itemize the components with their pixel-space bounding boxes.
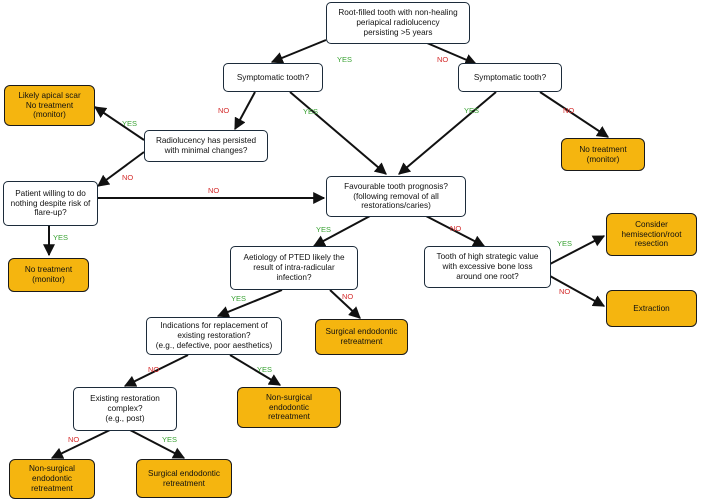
- edge-label-no: NO: [218, 106, 230, 115]
- connectors: [43, 39, 610, 459]
- node-strategic-value: Tooth of high strategic value with exces…: [424, 246, 551, 288]
- edge-label-yes: YES: [464, 106, 480, 115]
- edge-label-no: NO: [342, 292, 354, 301]
- edge-label-no: NO: [68, 435, 80, 444]
- edge-label-yes: YES: [231, 294, 247, 303]
- edge-label-yes: YES: [303, 107, 319, 116]
- edge-label-no: NO: [450, 224, 462, 233]
- node-symptomatic-right: Symptomatic tooth?: [458, 63, 562, 92]
- edge-label-no: NO: [559, 287, 571, 296]
- edge-label-yes: YES: [122, 119, 138, 128]
- edge-label-no: NO: [148, 365, 160, 374]
- edge-label-no: NO: [122, 173, 134, 182]
- arrow-favourable-to-strategic: [425, 215, 486, 247]
- arrow-radiolucency-to-apical-scar: [94, 106, 145, 141]
- node-apical-scar: Likely apical scar No treatment (monitor…: [4, 85, 95, 126]
- arrow-aetiology-to-replacement: [216, 289, 283, 318]
- node-no-treatment-right: No treatment (monitor): [561, 138, 645, 171]
- node-patient-willing: Patient willing to do nothing despite ri…: [3, 181, 98, 226]
- node-radiolucency-persisted: Radiolucency has persisted with minimal …: [144, 130, 268, 162]
- edge-label-no: NO: [437, 55, 449, 64]
- node-root: Root-filled tooth with non-healing peria…: [326, 2, 470, 44]
- arrow-replacement-to-nonsurgical-mid: [229, 354, 282, 386]
- arrow-root-to-symptomatic-right: [419, 39, 478, 66]
- edge-label-no: NO: [563, 106, 575, 115]
- edge-label-yes: YES: [316, 225, 332, 234]
- edge-label-yes: YES: [162, 435, 178, 444]
- node-replacement-indications: Indications for replacement of existing …: [146, 317, 282, 355]
- node-extraction: Extraction: [606, 290, 697, 327]
- edge-label-no: NO: [208, 186, 220, 195]
- node-restoration-complex: Existing restoration complex? (e.g., pos…: [73, 387, 177, 431]
- edge-label-yes: YES: [557, 239, 573, 248]
- node-surgical-retreatment-bottom: Surgical endodontic retreatment: [136, 459, 232, 498]
- arrow-root-to-symptomatic-left: [270, 39, 327, 64]
- edge-label-yes: YES: [53, 233, 69, 242]
- arrow-radiolucency-to-patient-willing: [97, 151, 145, 187]
- arrow-symptomatic-left-to-radiolucency: [234, 91, 256, 131]
- arrow-aetiology-to-surgical-mid: [329, 289, 361, 319]
- arrow-symptomatic-right-to-favourable: [398, 91, 497, 175]
- arrow-strategic-to-extraction: [549, 275, 606, 307]
- arrow-strategic-to-hemisection: [549, 235, 606, 265]
- node-symptomatic-left: Symptomatic tooth?: [223, 63, 323, 92]
- arrow-symptomatic-left-to-favourable: [289, 91, 387, 175]
- node-surgical-retreatment-mid: Surgical endodontic retreatment: [315, 319, 408, 355]
- edge-label-yes: YES: [337, 55, 353, 64]
- node-no-treatment-left: No treatment (monitor): [8, 258, 89, 292]
- node-nonsurgical-retreatment-bottom: Non-surgical endodontic retreatment: [9, 459, 95, 499]
- arrow-replacement-to-restoration-complex: [123, 354, 189, 387]
- edge-label-yes: YES: [257, 365, 273, 374]
- arrow-restoration-complex-to-nonsurgical-bottom: [50, 429, 111, 459]
- arrow-favourable-to-aetiology: [312, 215, 371, 247]
- arrow-symptomatic-right-to-no-treatment: [539, 91, 610, 138]
- node-consider-hemisection: Consider hemisection/root resection: [606, 213, 697, 256]
- node-nonsurgical-retreatment-mid: Non-surgical endodontic retreatment: [237, 387, 341, 428]
- arrow-restoration-complex-to-surgical-bottom: [129, 429, 186, 459]
- node-aetiology: Aetiology of PTED likely the result of i…: [230, 246, 358, 290]
- node-favourable-prognosis: Favourable tooth prognosis? (following r…: [326, 176, 466, 217]
